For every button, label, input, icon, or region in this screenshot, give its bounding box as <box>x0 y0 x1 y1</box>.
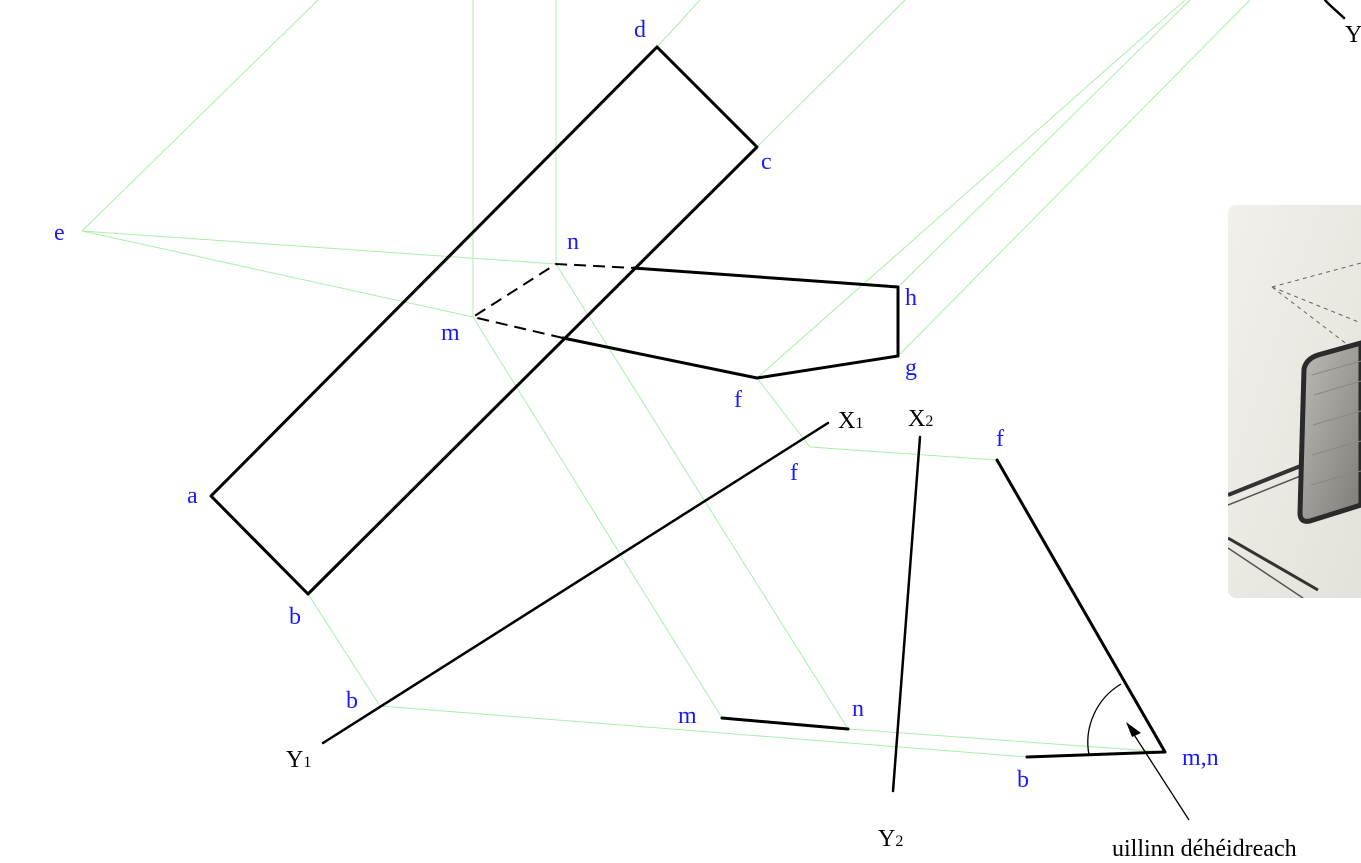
label-c: c <box>761 149 772 175</box>
label-mn-right: m,n <box>1182 745 1219 771</box>
label-f-right: f <box>996 426 1004 452</box>
label-f-top: f <box>734 387 742 413</box>
label-y1: Y1 <box>286 747 311 773</box>
construction-lines <box>81 0 1251 758</box>
plane-abcd <box>209 45 759 596</box>
label-f-mid: f <box>790 460 798 486</box>
label-x2: X2 <box>908 406 933 432</box>
caption-dihedral-angle: uillinn déhéidreach <box>1112 836 1297 862</box>
label-h: h <box>905 285 917 311</box>
edge-view-mn <box>720 716 850 731</box>
angle-arc <box>1087 683 1122 756</box>
label-a: a <box>187 483 198 509</box>
label-m: m <box>441 320 460 346</box>
label-y2: Y2 <box>878 826 903 852</box>
label-b-right: b <box>1017 767 1029 793</box>
label-x1: X1 <box>838 408 863 434</box>
plane-fghn-visible <box>561 266 900 380</box>
label-b-mid: b <box>346 688 358 714</box>
axis-x1-y1 <box>321 421 830 745</box>
label-g: g <box>905 355 917 381</box>
dihedral-angle-lines <box>995 458 1167 759</box>
label-m-mid: m <box>678 703 697 729</box>
axis-x2-y2 <box>891 435 922 793</box>
label-y-corner: Y <box>1345 22 1361 48</box>
label-n-mid: n <box>852 696 864 722</box>
arrow <box>1126 722 1190 821</box>
plane-model-photo <box>1228 205 1361 598</box>
plane-hidden-edges <box>470 262 635 339</box>
label-d: d <box>634 17 646 43</box>
label-b-top: b <box>289 604 301 630</box>
label-e: e <box>54 220 65 246</box>
label-n: n <box>567 229 579 255</box>
axis-corner-fragment <box>1323 0 1346 20</box>
